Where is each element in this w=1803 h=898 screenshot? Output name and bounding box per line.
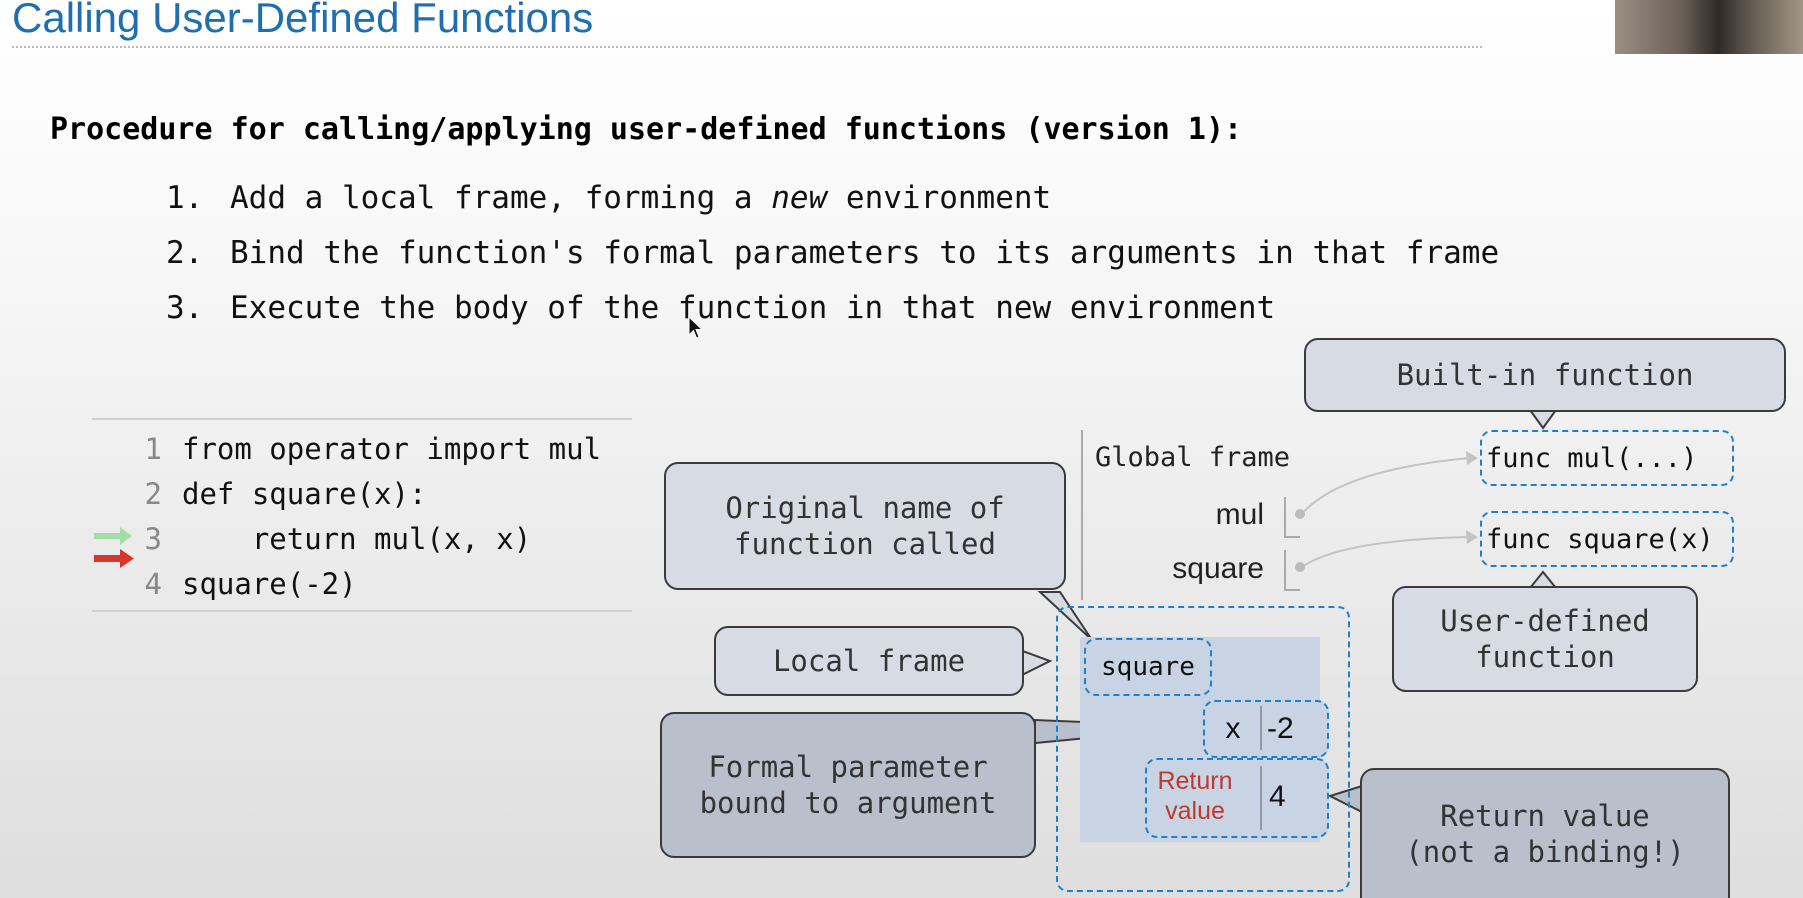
pointer-dot-mul <box>1295 509 1305 519</box>
global-frame-label: Global frame <box>1095 442 1291 473</box>
param-value-x: -2 <box>1267 712 1294 745</box>
callout-return-value: Return value (not a binding!) <box>1360 768 1730 898</box>
step-1: 1.Add a local frame, forming a new envir… <box>166 180 1052 216</box>
return-value: 4 <box>1269 780 1286 813</box>
mouse-cursor-icon <box>688 316 704 339</box>
local-frame-outline <box>1056 606 1350 892</box>
step-2: 2.Bind the function's formal parameters … <box>166 235 1500 271</box>
return-value-binding: Return value 4 <box>1145 758 1329 838</box>
param-binding-x: x -2 <box>1203 700 1329 758</box>
return-label: Return value <box>1157 767 1233 825</box>
line-arrows <box>94 527 134 568</box>
next-line-arrow-icon <box>94 549 134 568</box>
binding-name-square: square <box>1172 552 1264 585</box>
binding-name-mul: mul <box>1215 498 1264 531</box>
callout-original-name: Original name of function called <box>664 462 1066 590</box>
code-line-3: 3 return mul(x, x) <box>144 522 532 556</box>
prev-line-arrow-icon <box>94 527 132 545</box>
param-name-x: x <box>1225 712 1241 745</box>
callout-formal-parameter: Formal parameter bound to argument <box>660 712 1036 858</box>
presenter-webcam-thumbnail <box>1615 0 1803 54</box>
step-3: 3.Execute the body of the function in th… <box>166 290 1276 326</box>
title-divider <box>12 46 1482 48</box>
func-mul-object: func mul(...) <box>1480 430 1734 486</box>
callout-builtin-function: Built-in function <box>1304 338 1786 412</box>
pointer-dot-square <box>1295 562 1305 572</box>
procedure-heading: Procedure for calling/applying user-defi… <box>50 112 1243 147</box>
slide-title: Calling User-Defined Functions <box>12 0 594 41</box>
local-frame-name: square <box>1084 638 1212 696</box>
func-square-object: func square(x) <box>1480 511 1734 567</box>
callout-user-defined-function: User-defined function <box>1392 586 1698 692</box>
callout-local-frame: Local frame <box>714 626 1024 696</box>
